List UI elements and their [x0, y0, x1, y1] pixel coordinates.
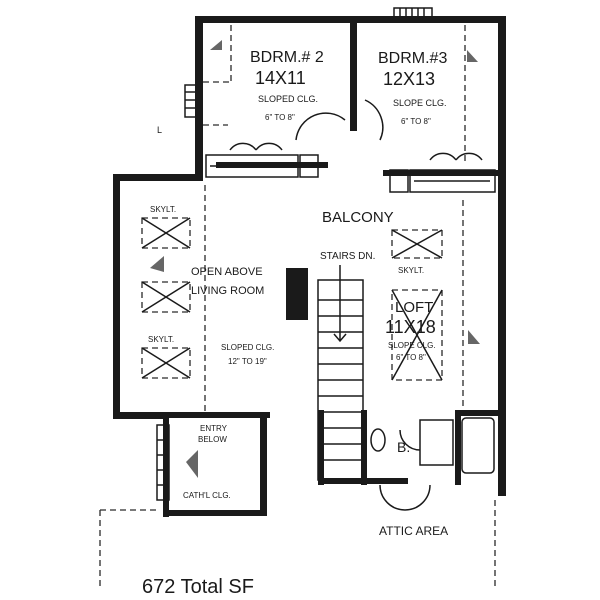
skylight-label-1: SKYLT.	[150, 205, 176, 214]
bath-label: B.	[397, 439, 410, 455]
staircase	[317, 265, 364, 481]
bedroom3-size: 12X13	[383, 69, 435, 89]
bedroom3-height: 6" TO 8"	[401, 117, 431, 126]
skylight-label-2: SKYLT.	[148, 335, 174, 344]
bath-fixtures	[370, 417, 495, 474]
entry-ceiling: CATH'L CLG.	[183, 491, 231, 500]
skylights	[141, 217, 443, 381]
bedroom2-height: 6" TO 8"	[265, 113, 295, 122]
total-area: 672 Total SF	[142, 576, 254, 598]
closets	[205, 154, 496, 193]
attic-label: ATTIC AREA	[379, 524, 448, 538]
skylight-label-3: SKYLT.	[398, 266, 424, 275]
living-ceiling: SLOPED CLG.	[221, 343, 274, 352]
entry-line1: ENTRY	[200, 424, 228, 433]
room-labels: BDRM.# 2 14X11 SLOPED CLG. 6" TO 8" BDRM…	[142, 49, 448, 598]
stairs-label: STAIRS DN.	[320, 251, 375, 262]
window-top	[393, 7, 433, 23]
exterior-walls	[113, 16, 506, 517]
bedroom2-name: BDRM.# 2	[250, 49, 324, 66]
living-line2: LIVING ROOM	[191, 285, 264, 297]
entry-line2: BELOW	[198, 435, 227, 444]
linen-label-left: L	[157, 125, 162, 135]
slope-lines	[99, 25, 496, 590]
window-entry	[156, 424, 170, 501]
loft-name: LOFT	[395, 299, 433, 316]
loft-height: 6" TO 8"	[396, 353, 426, 362]
doors	[229, 99, 483, 511]
living-height: 12" TO 19"	[228, 357, 267, 366]
balcony-name: BALCONY	[322, 209, 394, 226]
loft-ceiling: SLOPE CLG.	[388, 341, 436, 350]
living-line1: OPEN ABOVE	[191, 266, 263, 278]
bedroom2-ceiling: SLOPED CLG.	[258, 94, 318, 104]
loft-size: 11X18	[385, 317, 436, 337]
slope-markers	[150, 40, 480, 478]
bedroom3-name: BDRM.#3	[378, 50, 447, 67]
window-left	[184, 84, 198, 118]
bedroom3-ceiling: SLOPE CLG.	[393, 98, 447, 108]
bedroom2-size: 14X11	[255, 68, 306, 88]
